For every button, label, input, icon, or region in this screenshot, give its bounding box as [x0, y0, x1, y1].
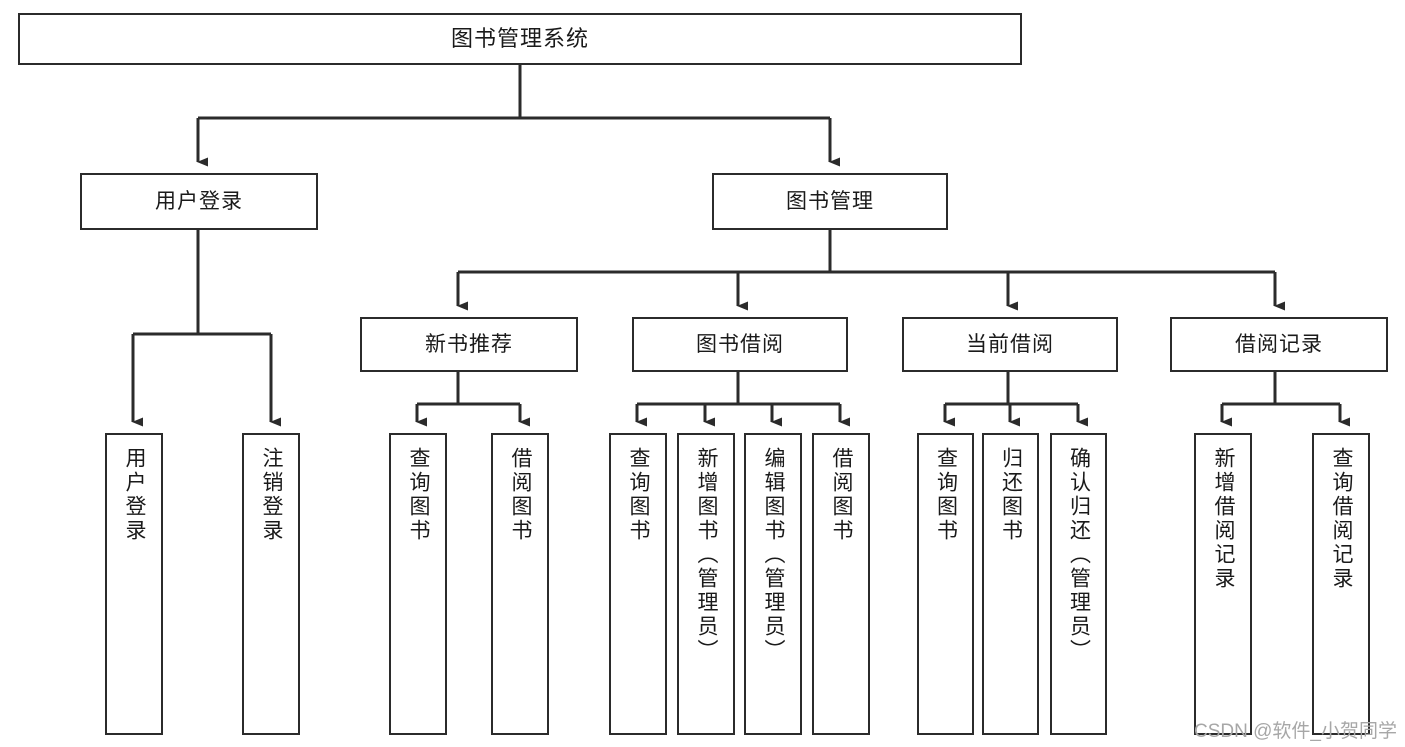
leaf-borrow-books-recommend-label: 借阅图书	[509, 447, 533, 543]
leaf-logout-label: 注销登录	[260, 447, 284, 543]
leaf-logout[interactable]: 注销登录	[242, 433, 300, 735]
node-book-management[interactable]: 图书管理	[712, 173, 948, 230]
leaf-query-borrow-record-label: 查询借阅记录	[1330, 447, 1354, 591]
node-current-borrow-label: 当前借阅	[966, 332, 1054, 356]
leaf-return-books[interactable]: 归还图书	[982, 433, 1039, 735]
node-root-label: 图书管理系统	[450, 25, 589, 51]
leaf-add-borrow-record[interactable]: 新增借阅记录	[1194, 433, 1252, 735]
leaf-query-books-current-label: 查询图书	[934, 447, 958, 543]
leaf-add-book-admin[interactable]: 新增图书（管理员）	[677, 433, 735, 735]
node-borrow-records-label: 借阅记录	[1235, 332, 1323, 356]
leaf-add-borrow-record-label: 新增借阅记录	[1212, 447, 1236, 591]
leaf-user-login-label: 用户登录	[123, 447, 147, 543]
node-borrow-records[interactable]: 借阅记录	[1170, 317, 1388, 372]
node-new-book-recommend-label: 新书推荐	[425, 332, 513, 356]
node-book-management-label: 图书管理	[786, 189, 874, 213]
node-current-borrow[interactable]: 当前借阅	[902, 317, 1118, 372]
leaf-confirm-return-admin[interactable]: 确认归还（管理员）	[1050, 433, 1107, 735]
node-user-login[interactable]: 用户登录	[80, 173, 318, 230]
leaf-query-borrow-record[interactable]: 查询借阅记录	[1312, 433, 1370, 735]
node-root[interactable]: 图书管理系统	[18, 13, 1022, 65]
node-book-borrow[interactable]: 图书借阅	[632, 317, 848, 372]
leaf-edit-book-admin[interactable]: 编辑图书（管理员）	[744, 433, 802, 735]
leaf-edit-book-admin-label: 编辑图书（管理员）	[762, 447, 786, 663]
leaf-borrow-books-recommend[interactable]: 借阅图书	[491, 433, 549, 735]
leaf-return-books-label: 归还图书	[999, 447, 1023, 543]
leaf-query-books-borrow[interactable]: 查询图书	[609, 433, 667, 735]
leaf-query-books-recommend[interactable]: 查询图书	[389, 433, 447, 735]
node-user-login-label: 用户登录	[155, 189, 243, 213]
leaf-add-book-admin-label: 新增图书（管理员）	[695, 447, 719, 663]
leaf-confirm-return-admin-label: 确认归还（管理员）	[1067, 447, 1091, 663]
node-new-book-recommend[interactable]: 新书推荐	[360, 317, 578, 372]
leaf-query-books-recommend-label: 查询图书	[407, 447, 431, 543]
node-book-borrow-label: 图书借阅	[696, 332, 784, 356]
leaf-borrow-books-borrow-label: 借阅图书	[830, 447, 854, 543]
leaf-borrow-books-borrow[interactable]: 借阅图书	[812, 433, 870, 735]
leaf-query-books-borrow-label: 查询图书	[627, 447, 651, 543]
watermark: CSDN @软件_小贺同学	[1194, 721, 1397, 742]
leaf-query-books-current[interactable]: 查询图书	[917, 433, 974, 735]
leaf-user-login[interactable]: 用户登录	[105, 433, 163, 735]
